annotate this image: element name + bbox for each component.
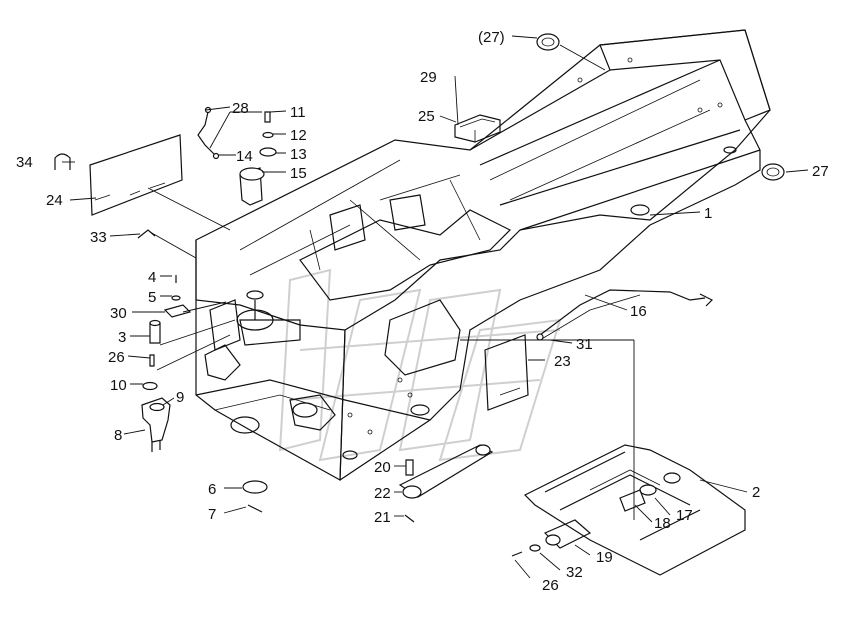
label-16: 16 <box>630 303 647 320</box>
label-29: 29 <box>420 69 437 86</box>
clip-34 <box>54 153 71 170</box>
lower-frame-2 <box>523 444 746 576</box>
label-3: 3 <box>118 329 126 346</box>
label-31: 31 <box>576 336 593 353</box>
label-27-ref: (27) <box>478 29 505 46</box>
label-2: 2 <box>752 484 760 501</box>
label-18: 18 <box>654 515 671 532</box>
label-26: 26 <box>108 349 125 366</box>
label-30: 30 <box>110 305 127 322</box>
label-21: 21 <box>374 509 391 526</box>
label-9: 9 <box>176 389 184 406</box>
part-labels: (27) 27 29 25 28 11 12 13 14 15 34 24 33… <box>16 29 829 594</box>
label-5: 5 <box>148 289 156 306</box>
label-17: 17 <box>676 507 693 524</box>
leader-lines <box>62 35 809 579</box>
label-13: 13 <box>290 146 307 163</box>
label-1: 1 <box>704 205 712 222</box>
label-6: 6 <box>208 481 216 498</box>
label-10: 10 <box>110 377 127 394</box>
label-8: 8 <box>114 427 122 444</box>
label-14: 14 <box>236 148 253 165</box>
pin-19 <box>511 519 592 557</box>
label-28: 28 <box>232 100 249 117</box>
lower-pin <box>242 480 268 513</box>
clip-33 <box>137 229 156 239</box>
label-11: 11 <box>290 104 306 121</box>
harness-16 <box>536 289 714 341</box>
label-7: 7 <box>208 506 216 523</box>
main-frame <box>195 29 771 482</box>
label-34: 34 <box>16 154 33 171</box>
label-33: 33 <box>90 229 107 246</box>
pin-stack <box>239 111 277 206</box>
label-15: 15 <box>290 165 307 182</box>
label-24: 24 <box>46 192 63 209</box>
label-25: 25 <box>418 108 435 125</box>
label-4: 4 <box>148 269 156 286</box>
cover-plate-24 <box>89 134 183 216</box>
label-20: 20 <box>374 459 391 476</box>
part-25-block <box>454 114 501 143</box>
watermark <box>278 268 562 462</box>
label-26-lower: 26 <box>542 577 559 594</box>
label-12: 12 <box>290 127 307 144</box>
left-hardware <box>141 275 192 452</box>
plate-23 <box>484 334 529 411</box>
bushing-27 <box>536 33 785 181</box>
label-19: 19 <box>596 549 613 566</box>
cable-28 <box>197 106 220 160</box>
label-22: 22 <box>374 485 391 502</box>
link-arm <box>398 444 494 523</box>
label-32: 32 <box>566 564 583 581</box>
label-27: 27 <box>812 163 829 180</box>
label-23: 23 <box>554 353 571 370</box>
